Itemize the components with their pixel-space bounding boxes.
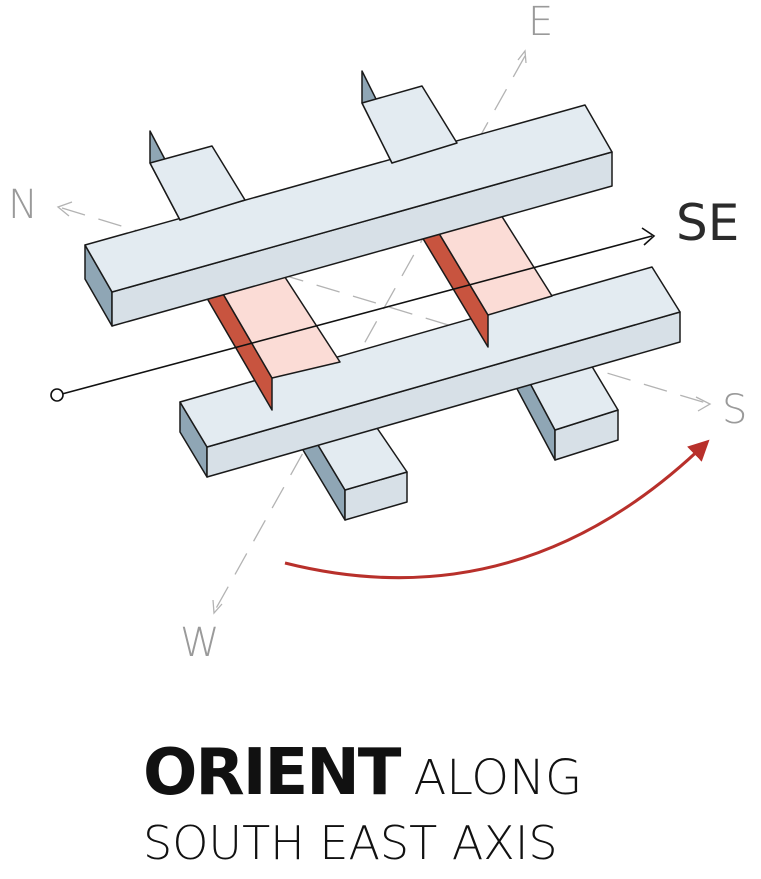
- lower-slab-bar: [179, 266, 681, 478]
- caption-light: ALONG: [413, 750, 583, 806]
- southeast-axis-line: [61, 235, 653, 395]
- guide-arrowhead-west: [212, 599, 223, 615]
- southeast-axis-origin: [50, 388, 64, 402]
- compass-guide-heads: [56, 49, 712, 615]
- rotation-arrow: [284, 439, 710, 580]
- compass-label-east: E: [528, 0, 553, 45]
- southeast-axis: [50, 227, 656, 402]
- guide-arrowhead-south: [695, 396, 712, 412]
- compass-label-north: N: [8, 182, 38, 228]
- compass-label-south: S: [722, 387, 747, 433]
- guide-arrowhead-north: [56, 201, 73, 217]
- compass-guides: [61, 55, 707, 613]
- southeast-axis-arrowhead: [641, 227, 656, 246]
- upper-slab-bar: [84, 104, 613, 327]
- guide-east-west: [213, 55, 526, 613]
- caption-strong: ORIENT: [143, 736, 401, 810]
- compass-label-west: W: [180, 620, 220, 666]
- caption-subtitle: SOUTH EAST AXIS: [143, 816, 558, 870]
- upper-slab-left-arm: [149, 130, 246, 221]
- guide-arrowhead-east: [517, 49, 527, 64]
- upper-slab-arm-top-face: [149, 145, 246, 221]
- upper-slab-arm-top-face: [361, 85, 458, 164]
- upper-slab-right-arm: [361, 70, 458, 164]
- axis-label-southeast: SE: [676, 194, 739, 252]
